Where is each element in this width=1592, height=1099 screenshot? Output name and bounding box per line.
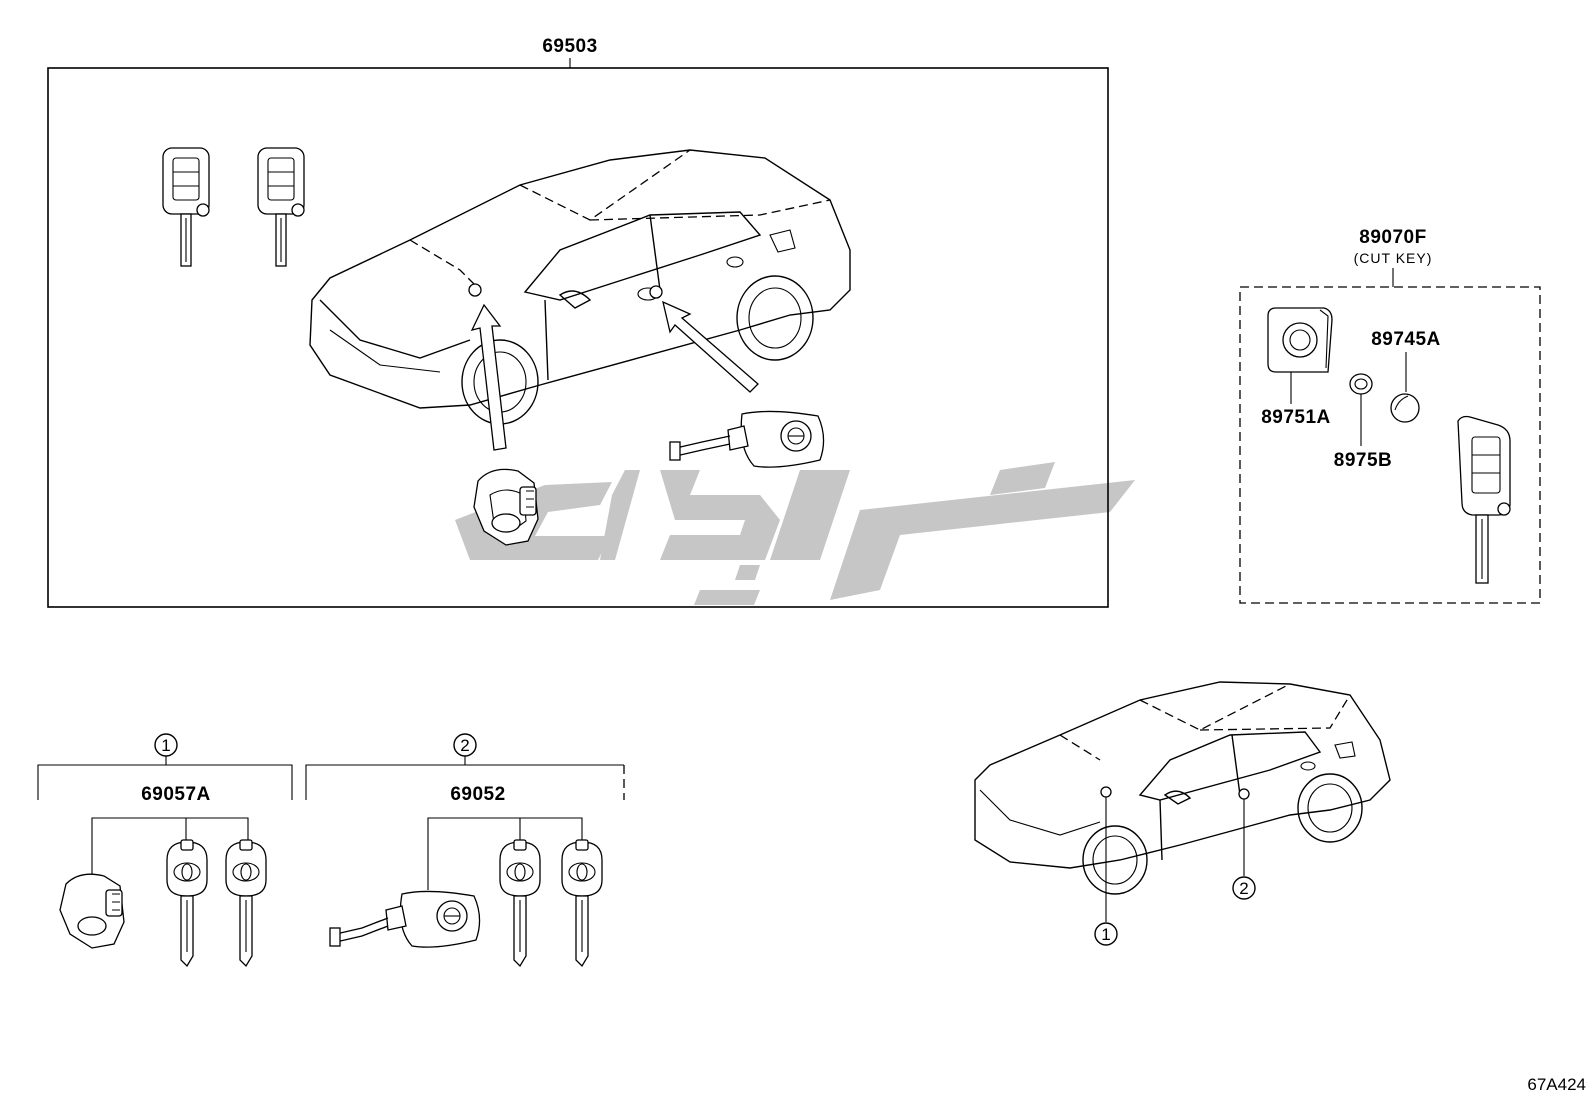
group-2-leaders: [427, 817, 583, 890]
flip-key-icon: [162, 147, 210, 267]
watermark-logo: [455, 462, 1135, 605]
main-group-69503: 69503: [47, 36, 1109, 608]
car-callout-circle-2: [1232, 876, 1256, 900]
car-outline-icon: [974, 681, 1391, 895]
cut-key-group: 89070F (CUT KEY) 89751A 89745A 8975B: [1239, 227, 1541, 604]
ignition-cylinder-icon: [59, 873, 125, 949]
arrow-icon: [662, 300, 759, 393]
diagram-code: 67A424: [1527, 1075, 1586, 1094]
flip-key-icon: [257, 147, 305, 267]
main-group-label: 69503: [542, 36, 597, 57]
part-label-89745A: 89745A: [1371, 329, 1441, 350]
cut-key-group-sublabel: (CUT KEY): [1354, 250, 1433, 266]
group-2-bracket: [305, 764, 624, 800]
flip-key-icon: [1457, 415, 1511, 584]
group-1-leaders: [91, 817, 249, 880]
group-1: 1 69057A: [37, 733, 293, 968]
battery-cell-icon: [1349, 373, 1373, 395]
blade-key-icon: [561, 839, 603, 968]
main-group-box: [47, 67, 1109, 608]
car-callout-circle-1: [1094, 922, 1118, 946]
group-1-label: 69057A: [141, 784, 211, 805]
car-callout-2-number: 2: [1239, 879, 1248, 898]
key-cover-icon: [1267, 307, 1333, 373]
callout-1-number: 1: [161, 736, 170, 755]
part-label-8975B: 8975B: [1334, 450, 1393, 471]
door-lock-cylinder-icon: [669, 410, 825, 468]
blade-key-icon: [499, 839, 541, 968]
part-label-89751A: 89751A: [1261, 407, 1331, 428]
group-1-bracket: [37, 764, 293, 800]
battery-cell-icon: [1390, 393, 1420, 423]
arrow-icon: [470, 303, 507, 451]
group-2: 2 69052: [305, 733, 625, 968]
blade-key-icon: [166, 839, 208, 968]
door-lock-cylinder-icon: [329, 890, 481, 948]
blade-key-icon: [225, 839, 267, 968]
car-outline-icon: [309, 149, 851, 425]
cut-key-group-label: 89070F: [1359, 227, 1426, 248]
group-2-label: 69052: [450, 784, 505, 805]
callout-2-number: 2: [460, 736, 469, 755]
car-callout-1-number: 1: [1101, 925, 1110, 944]
ignition-cylinder-icon: [473, 468, 539, 546]
